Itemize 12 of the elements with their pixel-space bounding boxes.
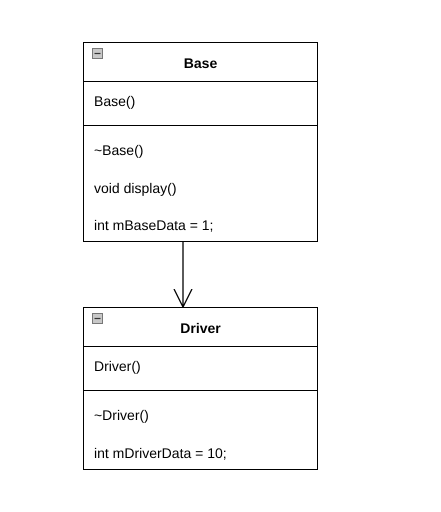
class-name: Driver [179,319,222,337]
member: void display() [94,178,176,196]
class-box [83,307,318,470]
member: int mBaseData = 1; [94,216,214,234]
member: int mDriverData = 10; [94,444,227,462]
member: ~Driver() [94,406,149,424]
arrow [173,242,193,308]
class-name: Base [182,54,218,72]
constructor: Driver() [94,357,141,375]
member: ~Base() [94,141,144,159]
class-box [83,42,318,242]
constructor: Base() [94,92,136,110]
